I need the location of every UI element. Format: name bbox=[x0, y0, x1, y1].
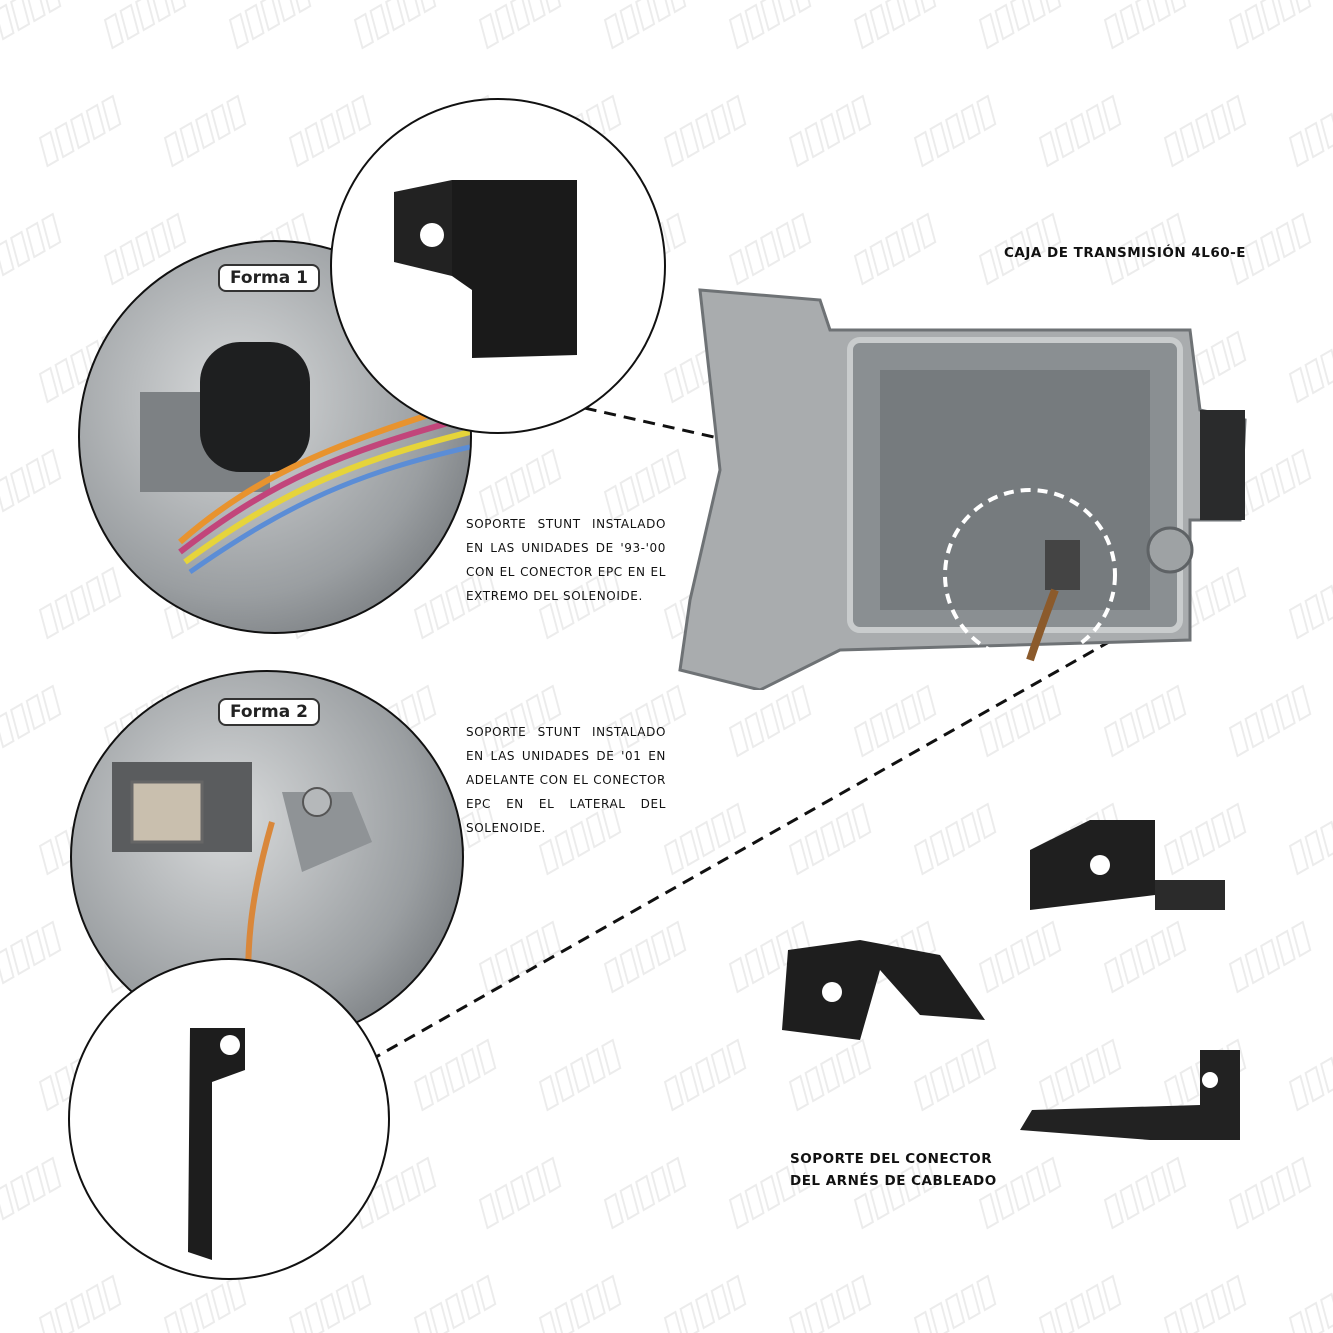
product-caption: SOPORTE DEL CONECTOR DEL ARNÉS DE CABLEA… bbox=[790, 1151, 997, 1189]
forma2-description: SOPORTE STUNT INSTALADO EN LAS UNIDADES … bbox=[466, 725, 666, 835]
transmission-image bbox=[670, 270, 1250, 692]
transmission-title: CAJA DE TRANSMISIÓN 4L60-E bbox=[1004, 245, 1247, 261]
forma1-description: SOPORTE STUNT INSTALADO EN LAS UNIDADES … bbox=[466, 517, 666, 603]
forma1-bracket-closeup bbox=[330, 98, 666, 434]
forma2-bracket-closeup bbox=[68, 958, 390, 1280]
forma1-badge: Forma 1 bbox=[218, 264, 320, 292]
product-brackets bbox=[782, 820, 1240, 1140]
forma1-install-photo bbox=[78, 240, 472, 634]
forma2-badge: Forma 2 bbox=[218, 698, 320, 726]
